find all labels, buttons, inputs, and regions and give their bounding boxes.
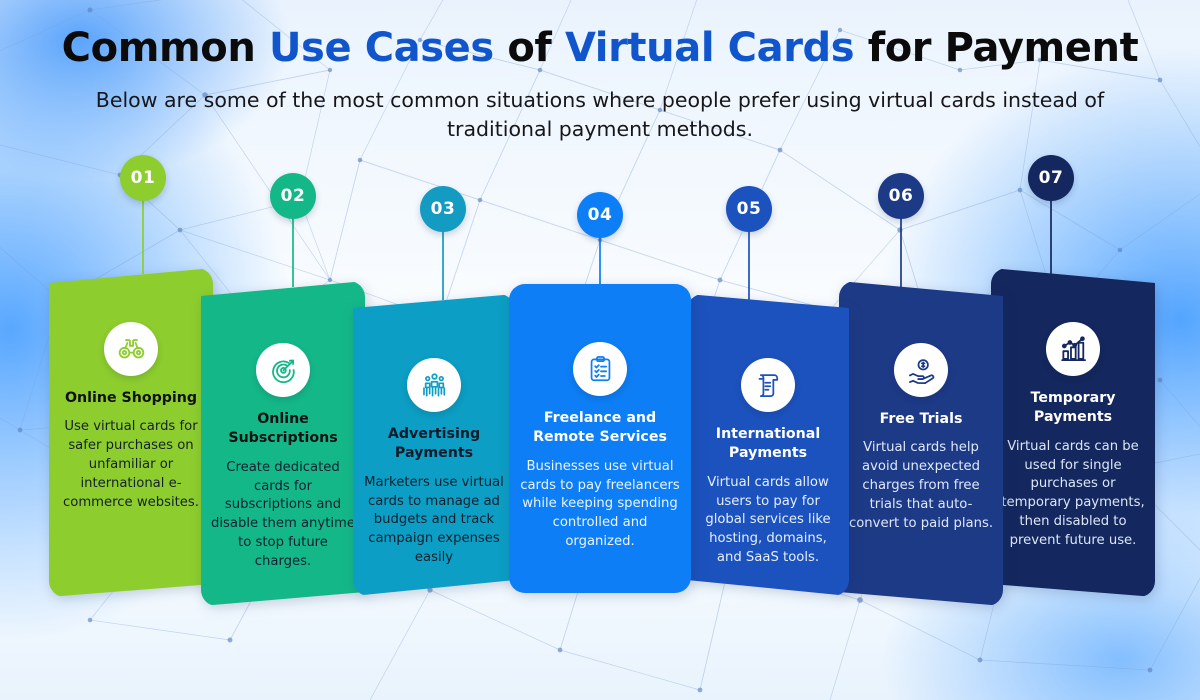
connector-stem-06: [900, 216, 902, 287]
card-description: Businesses use virtual cards to pay free…: [520, 458, 680, 550]
target-arrow-icon: [256, 343, 310, 397]
step-badge-06[interactable]: 06: [878, 173, 924, 219]
document-scroll-icon: [741, 358, 795, 412]
connector-stem-02: [292, 216, 294, 287]
page-subtitle: Below are some of the most common situat…: [95, 87, 1105, 141]
title-segment-4: for Payment: [854, 25, 1139, 71]
title-segment-2: of: [493, 25, 565, 71]
card-surface: [353, 294, 515, 596]
card-surface: [201, 281, 365, 606]
card-surface: [839, 281, 1003, 606]
card-description: Virtual cards can be used for single pur…: [1001, 438, 1145, 548]
card-title: Advertising Payments: [387, 426, 481, 462]
card-description: Virtual cards allow users to pay for glo…: [705, 474, 831, 566]
card-description: Marketers use virtual cards to manage ad…: [364, 474, 504, 566]
step-badge-03[interactable]: 03: [420, 186, 466, 232]
step-badge-07[interactable]: 07: [1028, 155, 1074, 201]
bar-chart-trend-icon: [1046, 322, 1100, 376]
card-title: Online Subscriptions: [228, 411, 338, 447]
step-badge-05[interactable]: 05: [726, 186, 772, 232]
title-segment-3: Virtual Cards: [564, 25, 855, 71]
step-badge-01[interactable]: 01: [120, 155, 166, 201]
step-badge-04[interactable]: 04: [577, 192, 623, 238]
binoculars-icon: [104, 322, 158, 376]
connector-stem-05: [748, 229, 750, 300]
title-segment-1: Use Cases: [268, 25, 494, 71]
hand-holding-coin-icon: [894, 343, 948, 397]
card-title: International Payments: [715, 426, 821, 462]
connector-stem-03: [442, 229, 444, 300]
card-title: Temporary Payments: [1030, 390, 1116, 426]
page-title: Common Use Cases of Virtual Cards for Pa…: [0, 25, 1200, 72]
audience-group-icon: [407, 358, 461, 412]
connector-stem-04: [599, 235, 601, 290]
card-title: Freelance and Remote Services: [533, 410, 667, 446]
card-surface: [687, 294, 849, 596]
card-description: Virtual cards help avoid unexpected char…: [848, 440, 994, 531]
step-badge-02[interactable]: 02: [270, 173, 316, 219]
card-surface: [509, 284, 691, 593]
connector-stem-01: [142, 198, 144, 274]
header-block: Common Use Cases of Virtual Cards for Pa…: [0, 25, 1200, 144]
card-description: Use virtual cards for safer purchases on…: [63, 419, 199, 510]
title-segment-0: Common: [61, 25, 269, 71]
card-title: Online Shopping: [64, 390, 198, 406]
clipboard-checklist-icon: [573, 342, 627, 396]
connector-stem-07: [1050, 198, 1052, 274]
card-description: Create dedicated cards for subscriptions…: [210, 459, 356, 569]
card-title: Free Trials: [879, 411, 963, 427]
